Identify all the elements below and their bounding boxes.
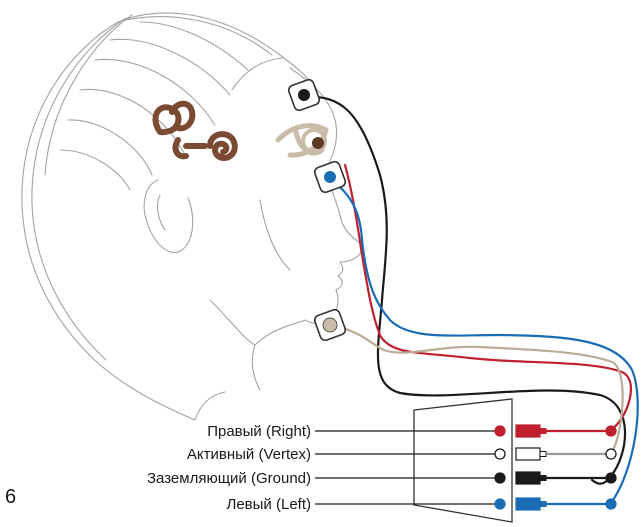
socket-left bbox=[495, 499, 505, 509]
electrode-forehead-black bbox=[287, 78, 320, 111]
head-outline bbox=[22, 13, 362, 420]
eye-icon bbox=[278, 126, 326, 155]
pin-left bbox=[606, 499, 616, 509]
connector-rows: Правый (Right) Активный (Vertex) Заземляющ… bbox=[147, 423, 616, 513]
socket-ground bbox=[495, 473, 505, 483]
plug-left bbox=[516, 498, 540, 510]
plug-tip-vertex bbox=[540, 452, 546, 457]
plug-tip-right bbox=[540, 429, 546, 434]
wire-red bbox=[345, 165, 631, 430]
plug-vertex bbox=[516, 448, 540, 460]
label-left: Левый (Left) bbox=[227, 496, 312, 513]
pin-right bbox=[606, 426, 616, 436]
figure-number: 6 bbox=[5, 486, 16, 508]
plug-tip-left bbox=[540, 502, 546, 507]
pin-ground bbox=[606, 473, 616, 483]
label-vertex: Активный (Vertex) bbox=[187, 446, 311, 463]
label-right: Правый (Right) bbox=[207, 423, 311, 440]
pin-vertex bbox=[606, 449, 616, 459]
plug-tip-ground bbox=[540, 476, 546, 481]
socket-right bbox=[495, 426, 505, 436]
electrode-chin-beige bbox=[313, 308, 346, 341]
plug-ground bbox=[516, 472, 540, 484]
plug-right bbox=[516, 425, 540, 437]
label-ground: Заземляющий (Ground) bbox=[147, 470, 311, 487]
inner-ear-icon bbox=[155, 104, 234, 158]
socket-vertex bbox=[495, 449, 505, 459]
